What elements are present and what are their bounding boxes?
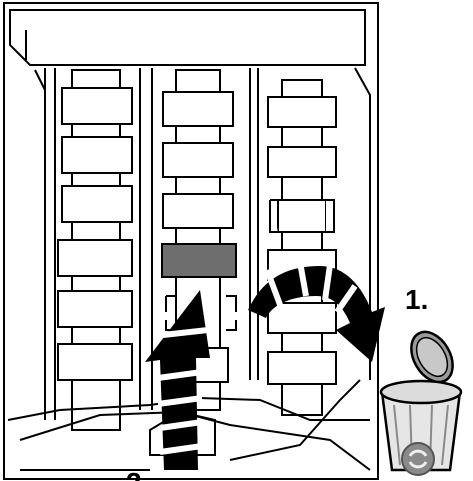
step-2-label: 2. <box>126 467 149 481</box>
left-block-column <box>57 69 133 431</box>
highlighted-block <box>161 243 237 278</box>
machine-housing <box>3 2 379 480</box>
arrow-to-bin-icon <box>248 261 385 362</box>
recycle-icon <box>401 442 435 476</box>
right-block-column <box>267 79 337 416</box>
recycle-bin-icon <box>379 330 463 476</box>
step-1-label: 1. <box>405 284 428 315</box>
arrow-up-icon <box>145 290 210 470</box>
